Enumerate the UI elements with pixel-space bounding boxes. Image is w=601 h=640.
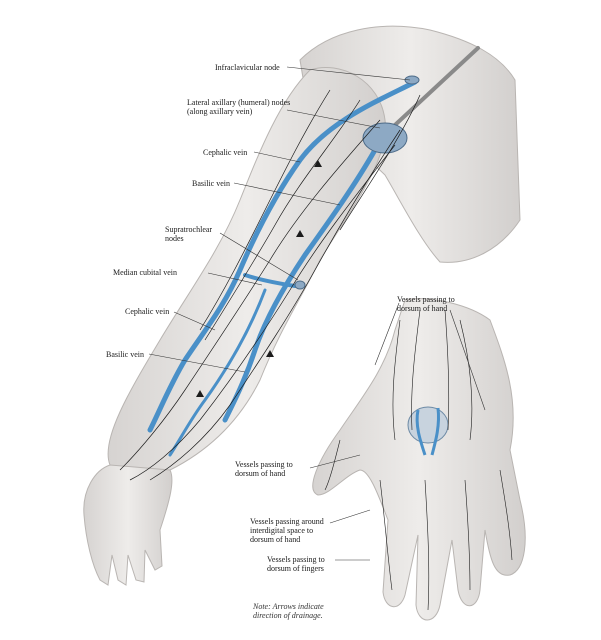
palm-central-structure (407, 406, 449, 444)
label-vessels-dorsum-hand-left: Vessels passing to dorsum of hand (235, 460, 293, 478)
palm-veins (415, 407, 440, 456)
label-basilic-vein-lower: Basilic vein (106, 350, 144, 359)
cephalic-vein (147, 79, 418, 433)
drainage-arrows (196, 160, 322, 397)
basilic-vein (222, 147, 378, 423)
retractor (393, 46, 480, 127)
small-hand (83, 464, 173, 586)
label-supratrochlear-nodes: Supratrochlear nodes (165, 225, 213, 243)
median-cubital-vein (243, 273, 297, 288)
drainage-note: Note: Arrows indicate direction of drain… (253, 602, 324, 620)
arm-lymphatic-vessels (119, 89, 421, 481)
leader-lines (148, 66, 486, 561)
palm-lymphatic-vessels (324, 309, 513, 611)
forearm-vein-branch (168, 288, 267, 457)
label-basilic-vein-upper: Basilic vein (192, 179, 230, 188)
label-lateral-axillary-nodes: Lateral axillary (humeral) nodes (along … (187, 98, 291, 116)
supratrochlear-node-shape (294, 280, 306, 290)
infraclavicular-node-shape (404, 75, 420, 85)
axillary-nodes (362, 122, 408, 154)
label-vessels-dorsum-fingers: Vessels passing to dorsum of fingers (267, 555, 325, 573)
label-cephalic-vein-lower: Cephalic vein (125, 307, 170, 316)
label-cephalic-vein-upper: Cephalic vein (203, 148, 248, 157)
label-infraclavicular-node: Infraclavicular node (215, 63, 280, 72)
label-vessels-interdigital: Vessels passing around interdigital spac… (250, 517, 324, 544)
label-vessels-dorsum-hand-top: Vessels passing to dorsum of hand (397, 295, 455, 313)
label-median-cubital-vein: Median cubital vein (113, 268, 177, 277)
palm-hand (312, 298, 526, 621)
